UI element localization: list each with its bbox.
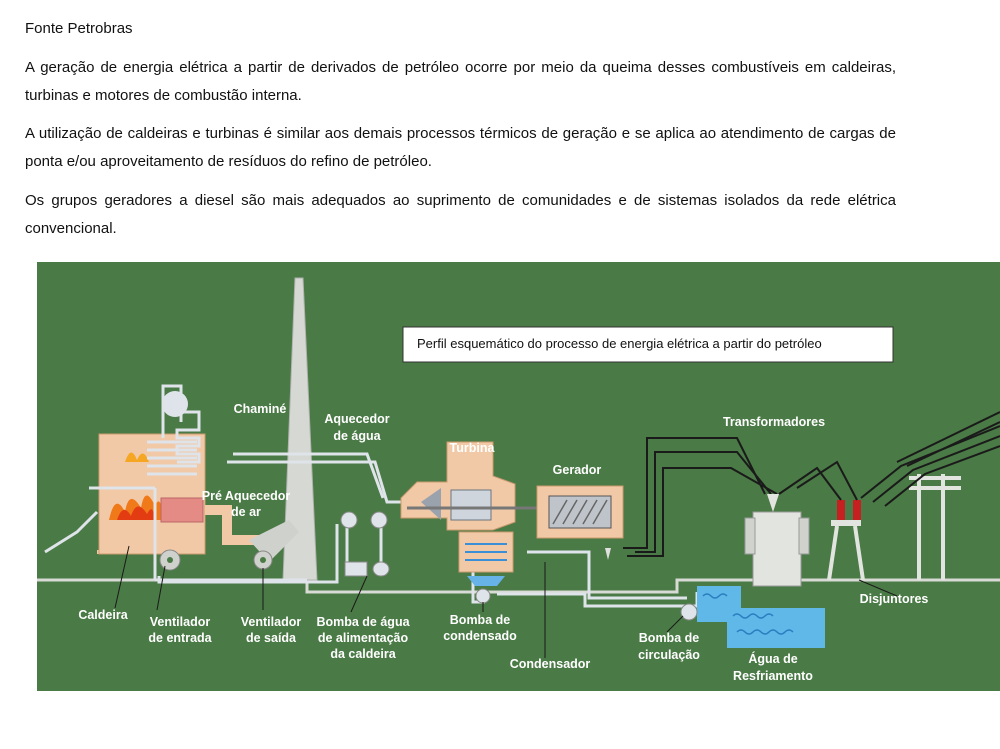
label-circulation-pump-1: Bomba de [639,631,699,645]
label-cooling-water-1: Água de [748,651,797,666]
label-condenser: Condensador [510,657,591,671]
feed-water-pump [344,561,390,577]
label-outlet-fan-2: de saída [246,631,297,645]
label-inlet-fan-2: de entrada [148,631,212,645]
steam-drum [162,391,188,417]
inlet-fan [159,549,181,571]
label-feed-pump-2: de alimentação [318,631,409,645]
chimney [282,277,318,581]
label-transformers: Transformadores [723,415,825,429]
water-heater [340,511,388,529]
boiler [97,433,206,555]
paragraph-2: A utilização de caldeiras e turbinas é s… [25,125,896,170]
circulation-pump [680,603,698,621]
label-circuit-breakers: Disjuntores [860,592,929,606]
paragraph-3: Os grupos geradores a diesel são mais ad… [25,192,896,237]
label-chimney: Chaminé [234,402,287,416]
label-inlet-fan-1: Ventilador [150,615,211,629]
label-generator: Gerador [553,463,602,477]
diagram-labels: Chaminé Aquecedor de água Turbina Gerado… [78,402,928,683]
caption-text: Perfil esquemático do processo de energi… [417,336,822,351]
condenser [458,531,514,586]
leader-lines [114,545,898,658]
label-feed-pump-3: da caldeira [330,647,396,661]
label-feed-pump-1: Bomba de água [316,615,410,629]
transformer [744,494,810,587]
label-water-heater-1: Aquecedor [324,412,389,426]
transmission-tower [860,411,1000,580]
condensate-pump [475,588,491,604]
power-plant-diagram: Perfil esquemático do processo de energi… [37,262,1000,691]
cooling-water [697,586,825,648]
label-cooling-water-2: Resfriamento [733,669,813,683]
label-water-heater-2: de água [333,429,381,443]
label-condensate-pump-1: Bomba de [450,613,510,627]
label-circulation-pump-2: circulação [638,648,700,662]
circuit-breaker-stand [778,460,865,581]
label-air-preheater-2: de ar [231,505,261,519]
label-boiler: Caldeira [78,608,128,622]
paragraph-1: A geração de energia elétrica a partir d… [25,59,896,104]
label-air-preheater-1: Pré Aquecedor [202,489,291,503]
label-condensate-pump-2: condensado [443,629,517,643]
generator [536,485,624,560]
label-outlet-fan-1: Ventilador [241,615,302,629]
label-turbine: Turbina [450,441,496,455]
source-label: Fonte Petrobras [25,20,133,37]
generator-cables [623,437,778,557]
caption-box: Perfil esquemático do processo de energi… [402,326,894,363]
